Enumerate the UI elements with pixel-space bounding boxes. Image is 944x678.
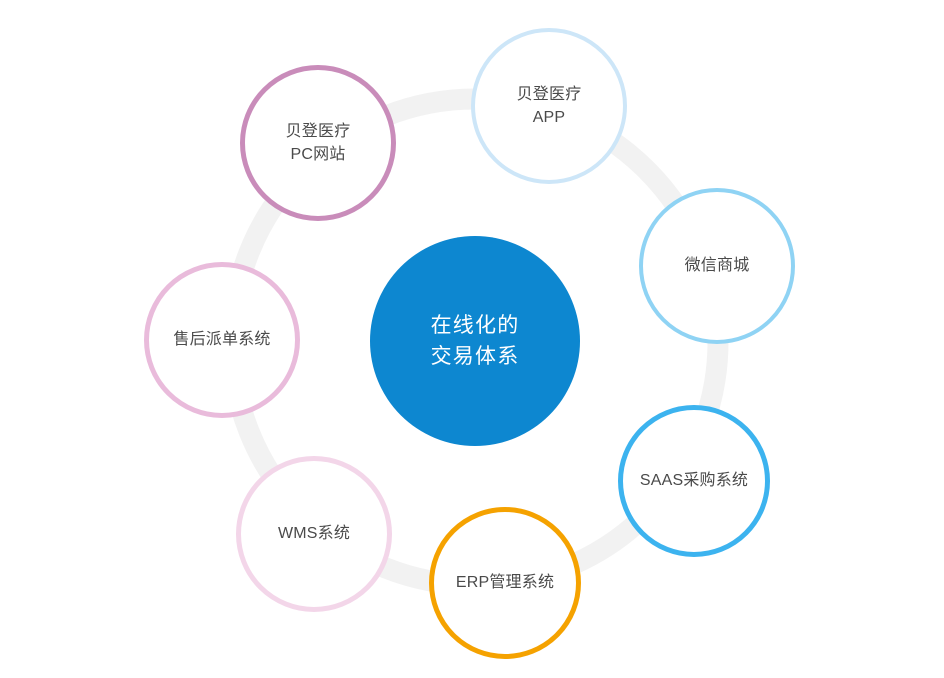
node-label-beideng-medical-pc-website: 贝登医疗 PC网站 [285, 122, 351, 163]
node-circle-beideng-medical-pc-website[interactable]: 贝登医疗 PC网站 [240, 65, 396, 221]
hub-label: 在线化的 交易体系 [430, 313, 520, 369]
node-label-beideng-medical-app: 贝登医疗 APP [516, 85, 582, 126]
node-circle-after-sales-dispatch-system[interactable]: 售后派单系统 [144, 262, 300, 418]
node-circle-beideng-medical-app[interactable]: 贝登医疗 APP [471, 28, 627, 184]
node-label-wms-system: WMS系统 [277, 525, 351, 543]
node-circle-wms-system[interactable]: WMS系统 [236, 456, 392, 612]
node-circle-saas-procurement-system[interactable]: SAAS采购系统 [618, 405, 770, 557]
node-label-after-sales-dispatch-system: 售后派单系统 [173, 331, 271, 349]
node-label-wechat-mall: 微信商城 [684, 257, 750, 275]
node-circle-erp-management-system[interactable]: ERP管理系统 [429, 507, 581, 659]
node-circle-wechat-mall[interactable]: 微信商城 [639, 188, 795, 344]
node-label-erp-management-system: ERP管理系统 [455, 574, 555, 592]
node-label-saas-procurement-system: SAAS采购系统 [639, 472, 749, 490]
hub-circle-online-trading-system[interactable]: 在线化的 交易体系 [370, 236, 580, 446]
